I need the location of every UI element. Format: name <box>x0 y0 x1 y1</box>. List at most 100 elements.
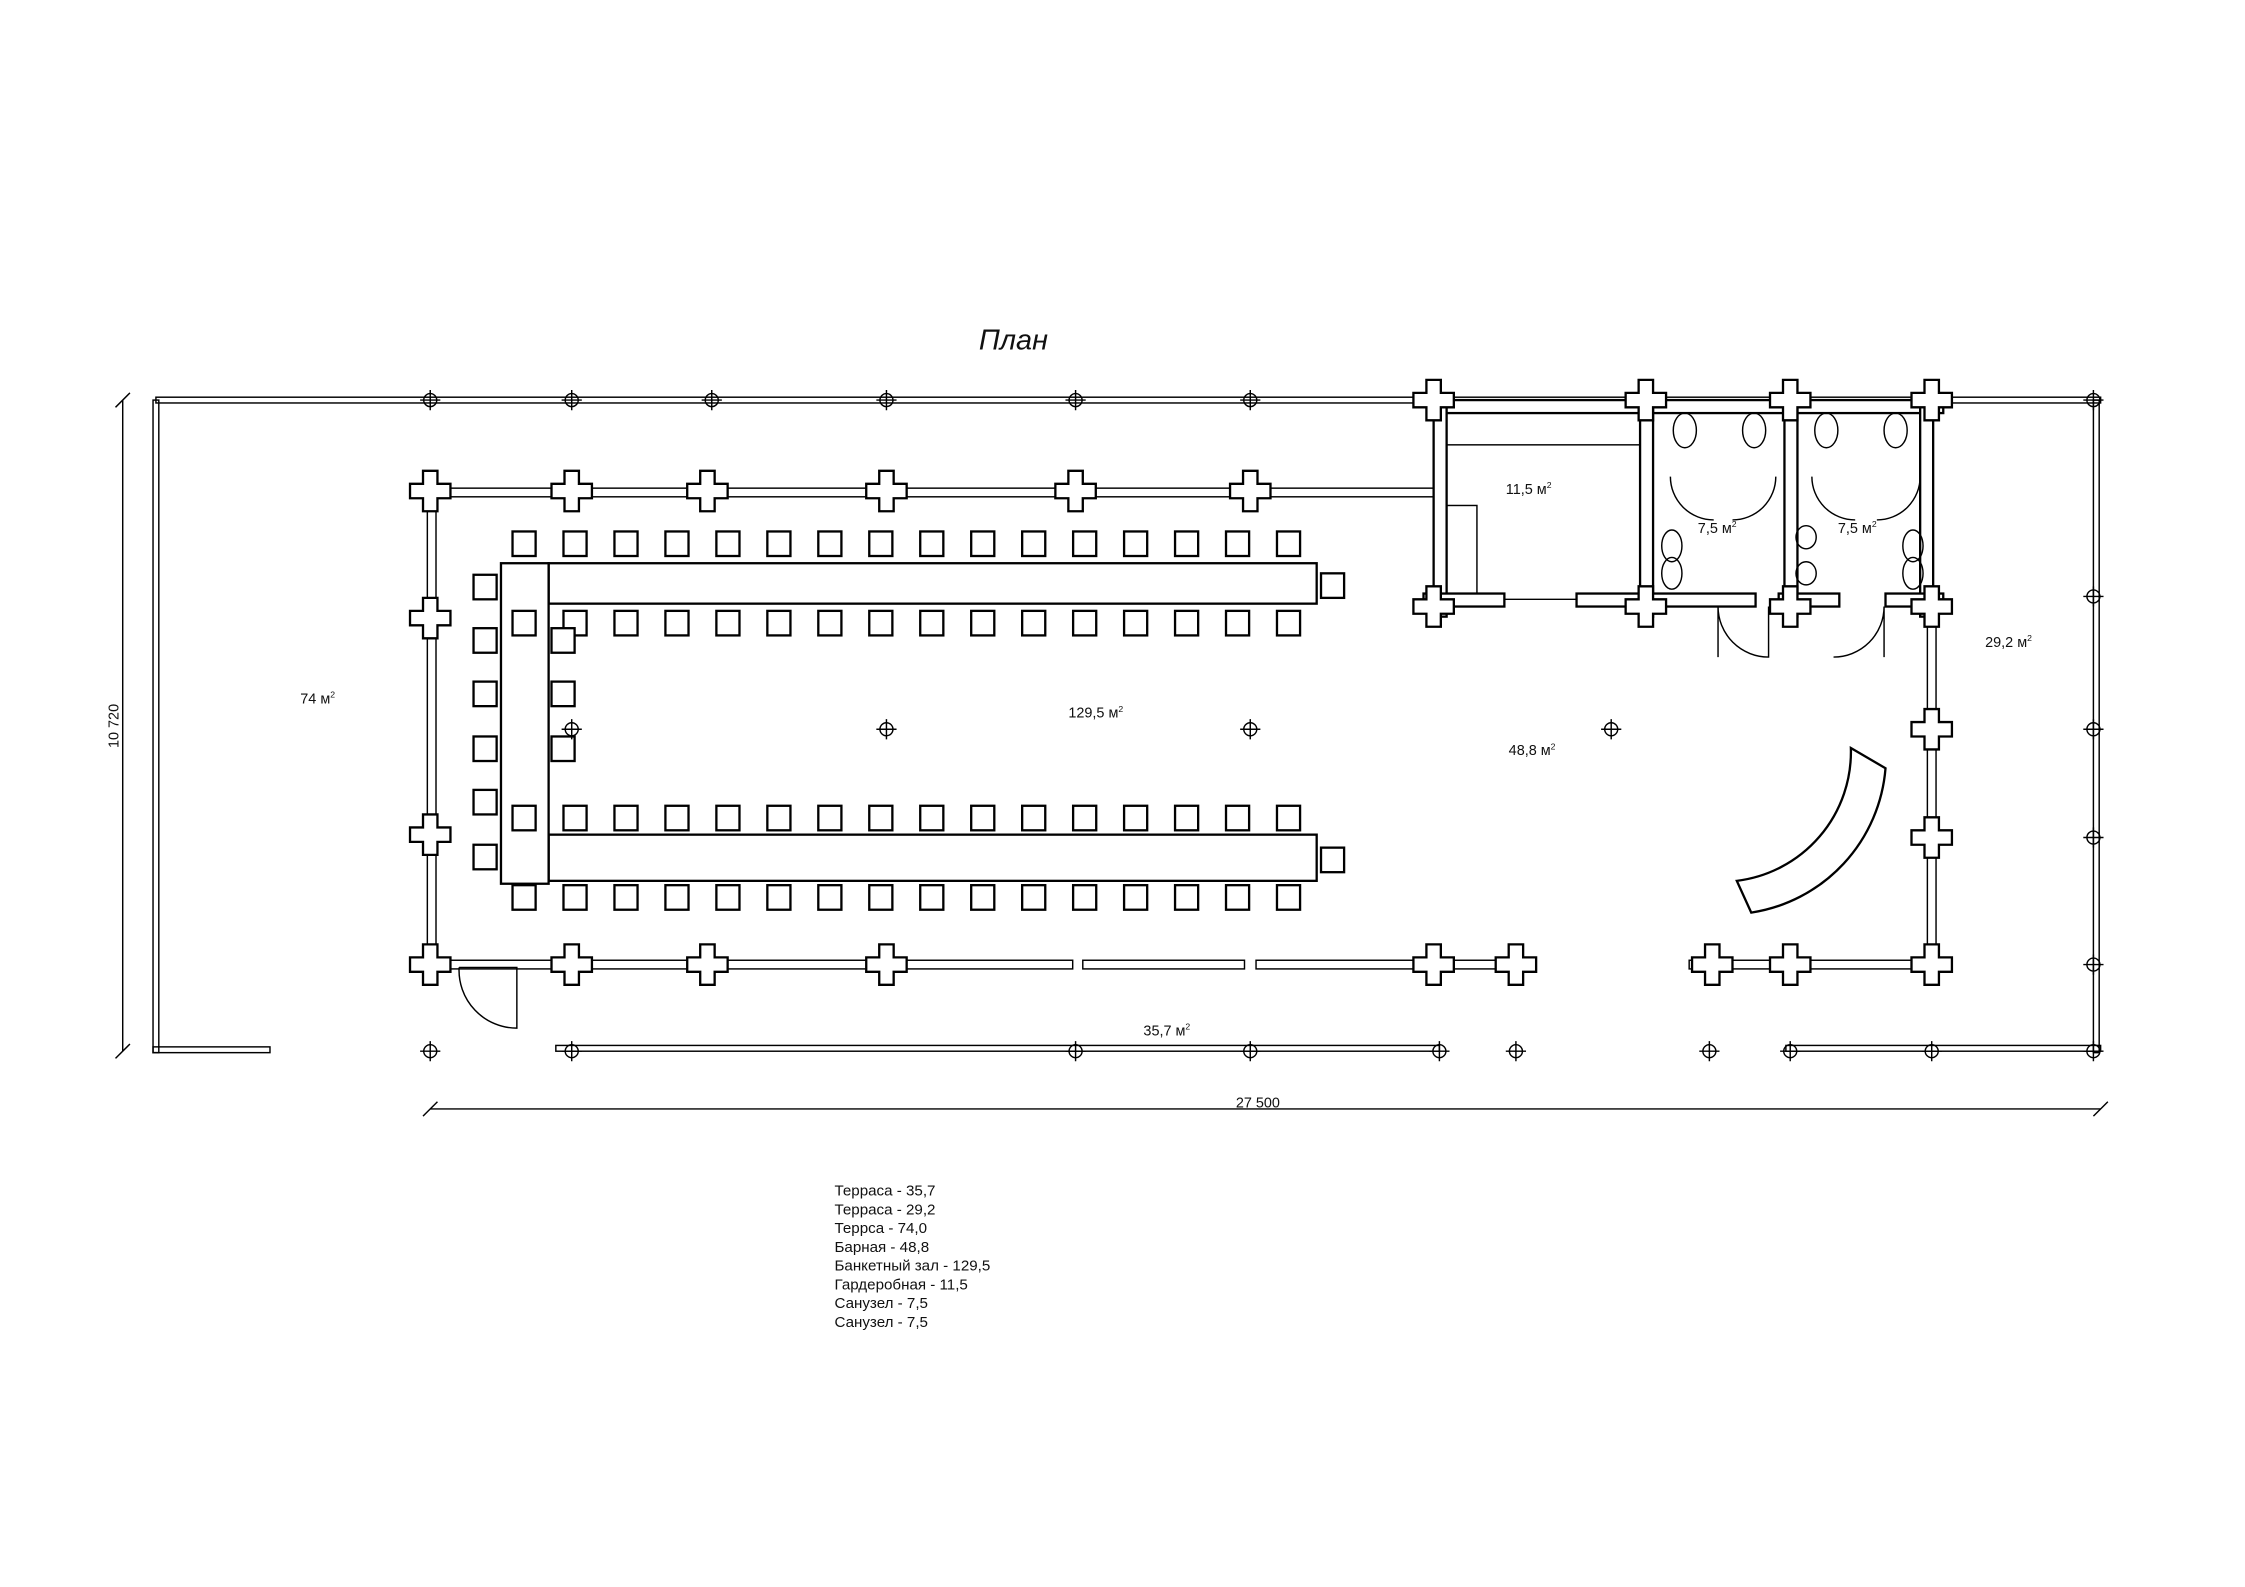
chair <box>1173 609 1200 637</box>
cross-column <box>408 596 452 640</box>
chair <box>664 530 690 558</box>
cross-column <box>408 943 452 986</box>
svg-text:11,5 м2: 11,5 м2 <box>1506 480 1552 498</box>
chair <box>919 530 945 558</box>
chair <box>1071 530 1098 558</box>
cross-column <box>1624 378 1668 422</box>
columns <box>408 378 2104 1062</box>
legend-item: Банкетный зал - 129,5 <box>834 1258 990 1275</box>
area-legend: Терраса - 35,7 Терраса - 29,2 Террса - 7… <box>834 1183 990 1331</box>
cross-column <box>1690 943 1734 986</box>
chair <box>472 573 498 601</box>
post-crosshair <box>2083 719 2104 740</box>
chairs <box>472 530 1346 911</box>
banquet-tables <box>499 562 1318 885</box>
chair <box>511 609 537 637</box>
chair <box>1021 884 1047 911</box>
chair <box>970 530 996 558</box>
chair <box>868 530 894 558</box>
post-crosshair <box>1240 719 1261 740</box>
chair <box>1275 609 1302 637</box>
chair <box>1071 804 1098 832</box>
cross-column <box>1768 378 1812 422</box>
chair <box>1122 530 1149 558</box>
post-crosshair <box>1240 389 1261 411</box>
chair <box>868 884 894 911</box>
cross-column <box>1910 707 1954 751</box>
svg-text:129,5 м2: 129,5 м2 <box>1068 704 1123 722</box>
chair <box>970 884 996 911</box>
post-crosshair <box>2083 827 2104 848</box>
chair <box>1319 846 1346 874</box>
chair <box>1021 804 1047 832</box>
chair <box>715 884 741 911</box>
legend-item: Терраса - 29,2 <box>834 1201 935 1218</box>
chair <box>1275 530 1302 558</box>
chair <box>766 609 792 637</box>
chair <box>550 627 576 654</box>
legend-item: Барная - 48,8 <box>834 1239 929 1256</box>
area-labels: 74 м2 129,5 м2 48,8 м2 11,5 м2 7,5 м2 7,… <box>300 480 2032 1039</box>
cross-column <box>865 469 908 513</box>
chair <box>1021 530 1047 558</box>
post-crosshair <box>561 389 582 411</box>
chair <box>1173 530 1200 558</box>
chair <box>1173 804 1200 832</box>
chair <box>817 804 843 832</box>
cross-column <box>1768 585 1812 628</box>
dimension-width: 27 500 <box>422 1096 2109 1117</box>
svg-text:35,7 м2: 35,7 м2 <box>1143 1022 1190 1040</box>
chair <box>919 884 945 911</box>
post-crosshair <box>2083 1041 2104 1062</box>
legend-item: Гардеробная - 11,5 <box>834 1276 967 1293</box>
chair <box>715 530 741 558</box>
post-crosshair <box>1601 719 1622 740</box>
chair <box>562 804 588 832</box>
svg-text:74 м2: 74 м2 <box>300 689 335 707</box>
post-crosshair <box>876 719 897 740</box>
chair <box>919 804 945 832</box>
chair <box>613 530 639 558</box>
cross-column <box>550 469 594 513</box>
post-crosshair <box>701 389 722 411</box>
svg-text:7,5 м2: 7,5 м2 <box>1838 519 1877 537</box>
cross-column <box>1624 585 1668 628</box>
cross-column <box>1054 469 1097 513</box>
post-crosshair <box>2083 954 2104 975</box>
chair <box>664 804 690 832</box>
legend-item: Санузел - 7,5 <box>834 1314 927 1331</box>
post-crosshair <box>1921 1041 1942 1062</box>
cross-column <box>408 469 452 513</box>
svg-text:48,8 м2: 48,8 м2 <box>1509 741 1556 759</box>
post-crosshair <box>561 719 582 740</box>
chair <box>919 609 945 637</box>
post-crosshair <box>1240 1041 1261 1062</box>
post-crosshair <box>420 1041 441 1062</box>
post-crosshair <box>1699 1041 1720 1062</box>
svg-text:29,2 м2: 29,2 м2 <box>1985 633 2032 651</box>
cross-column <box>1910 585 1954 628</box>
chair <box>511 804 537 832</box>
post-crosshair <box>1429 1041 1450 1062</box>
chair <box>1319 572 1346 600</box>
chair <box>472 680 498 708</box>
cross-column <box>1910 816 1954 859</box>
cross-column <box>1228 469 1272 513</box>
cross-column <box>1412 943 1455 986</box>
chair <box>868 609 894 637</box>
chair <box>550 680 576 708</box>
chair <box>1275 884 1302 911</box>
chair <box>1275 804 1302 832</box>
chair <box>970 609 996 637</box>
chair <box>613 609 639 637</box>
chair <box>511 530 537 558</box>
bar-counter <box>1735 745 1887 914</box>
post-crosshair <box>1065 389 1086 411</box>
plan-title: План <box>979 325 1048 357</box>
chair <box>715 609 741 637</box>
chair <box>766 884 792 911</box>
cross-column <box>1412 378 1455 422</box>
post-crosshair <box>2083 586 2104 607</box>
chair <box>766 804 792 832</box>
chair <box>562 884 588 911</box>
